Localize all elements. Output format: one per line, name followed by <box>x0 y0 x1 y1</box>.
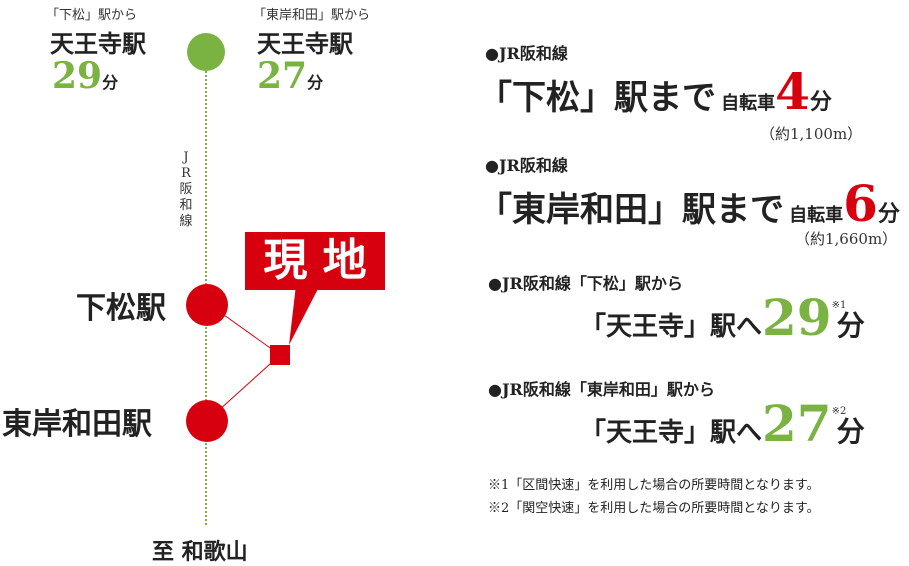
site-label-pointer <box>289 285 320 345</box>
origin-2-minutes: 27 <box>257 55 308 97</box>
line-name-vertical: J R 阪 和 線 <box>178 150 194 230</box>
station-shimomatsu-label: 下松駅 <box>76 291 166 326</box>
bike-1-mode: 自転車 <box>721 93 776 114</box>
bike-2-unit: 分 <box>877 201 900 227</box>
bike-1-minutes: 4 <box>775 62 810 121</box>
station-higashikishiwada-marker <box>186 400 228 442</box>
origin-2-from: 「東岸和田」駅から <box>253 8 371 23</box>
train-1-from: ●JR阪和線「下松」駅から <box>488 274 683 293</box>
bike-1-unit: 分 <box>809 89 832 115</box>
origin-2-dest: 天王寺駅 <box>257 29 353 58</box>
bike-1-dest: 「下松」駅まで <box>478 78 716 118</box>
station-shimomatsu-marker <box>186 284 228 326</box>
origin-1-unit: 分 <box>102 73 119 92</box>
line-name-char: R <box>181 166 191 181</box>
bike-2-row: 「東岸和田」駅まで 自転車6分 <box>478 174 900 233</box>
train-1-dest: 「天王寺」駅へ <box>580 312 763 342</box>
bike-1-distance: （約1,100m） <box>760 125 863 143</box>
station-higashikishiwada-label: 東岸和田駅 <box>2 407 152 442</box>
origin-2-time: 27分 <box>257 55 323 97</box>
note-1: ※1「区間快速」を利用した場合の所要時間となります。 <box>488 478 820 493</box>
train-2-minutes: 27 <box>762 394 832 453</box>
site-marker <box>270 345 290 365</box>
bike-1-line: ●JR阪和線 <box>485 44 568 63</box>
origin-1-from: 「下松」駅から <box>46 8 138 23</box>
bike-2-distance: （約1,660m） <box>795 230 898 248</box>
train-2-unit: 分 <box>836 415 865 448</box>
bike-2-mode: 自転車 <box>789 205 844 226</box>
origin-1-minutes: 29 <box>52 55 103 97</box>
train-1-minutes: 29 <box>762 288 832 347</box>
line-name-char: 線 <box>179 214 193 229</box>
train-2-note-mark: ※2 <box>831 406 847 417</box>
train-1-unit: 分 <box>836 309 865 342</box>
tennoji-direction-marker <box>187 33 225 71</box>
line-name-char: 阪 <box>179 182 193 197</box>
site-label: 現 地 <box>245 232 385 290</box>
bike-1-row: 「下松」駅まで 自転車4分 <box>478 62 832 121</box>
direction-wakayama: 至 和歌山 <box>152 539 248 565</box>
line-name-char: J <box>183 150 189 165</box>
train-2-dest: 「天王寺」駅へ <box>580 418 763 448</box>
bike-2-dest: 「東岸和田」駅まで <box>478 190 784 230</box>
origin-1-dest: 天王寺駅 <box>50 29 146 58</box>
origin-1-time: 29分 <box>52 55 118 97</box>
bike-2-line: ●JR阪和線 <box>485 156 568 175</box>
line-name-char: 和 <box>179 198 193 213</box>
train-2-from: ●JR阪和線「東岸和田」駅から <box>488 380 715 399</box>
train-1-note-mark: ※1 <box>831 300 847 311</box>
bike-2-minutes: 6 <box>843 174 878 233</box>
note-2: ※2「関空快速」を利用した場合の所要時間となります。 <box>488 501 820 516</box>
origin-2-unit: 分 <box>307 73 324 92</box>
